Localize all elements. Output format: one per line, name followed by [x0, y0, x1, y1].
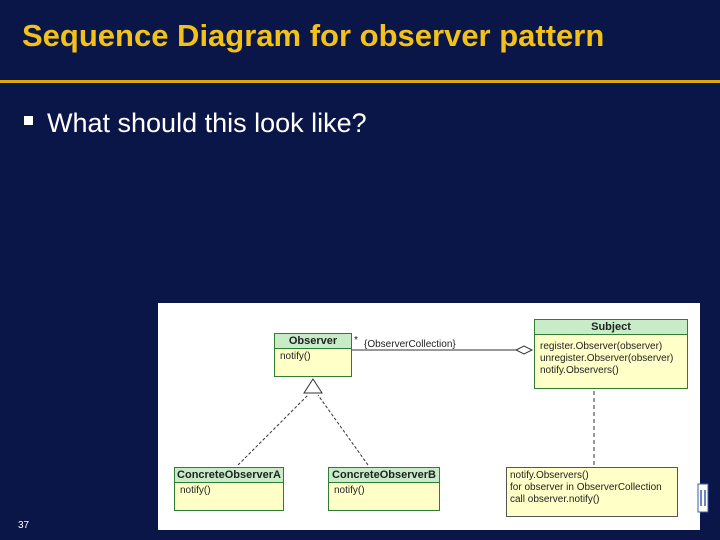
multiplicity-label: *: [354, 335, 358, 346]
subject-operation: notify.Observers(): [540, 365, 619, 376]
observer-class: Observer notify(): [274, 333, 352, 377]
aggregation-diamond-icon: [514, 345, 534, 355]
bullet-item: What should this look like?: [24, 108, 367, 139]
class-diagram-image: Observer notify() * {ObserverCollection}…: [158, 303, 700, 530]
subject-class-name: Subject: [535, 320, 687, 335]
subject-class: Subject register.Observer(observer) unre…: [534, 319, 688, 389]
bullet-text: What should this look like?: [47, 108, 367, 138]
concrete-observer-a-name: ConcreteObserverA: [175, 468, 283, 483]
concrete-observer-a-operation: notify(): [180, 485, 211, 496]
association-label: {ObserverCollection}: [364, 339, 456, 350]
concrete-observer-b-class: ConcreteObserverB notify(): [328, 467, 440, 511]
observer-operation: notify(): [280, 351, 311, 362]
implementation-note: notify.Observers() for observer in Obser…: [506, 467, 678, 517]
diagram-connectors: [237, 345, 595, 466]
logo-icon: [697, 483, 709, 513]
subject-operation: unregister.Observer(observer): [540, 353, 674, 364]
realization-line-a: [237, 394, 309, 466]
title-divider: [0, 80, 720, 83]
square-bullet-icon: [24, 116, 33, 126]
concrete-observer-b-name: ConcreteObserverB: [329, 468, 439, 483]
realization-line-b: [317, 394, 369, 466]
page-number: 37: [18, 520, 30, 531]
concrete-observer-a-class: ConcreteObserverA notify(): [174, 467, 284, 511]
concrete-observer-b-operation: notify(): [334, 485, 365, 496]
inheritance-arrowhead-icon: [303, 378, 323, 394]
observer-class-name: Observer: [275, 334, 351, 349]
note-line: call observer.notify(): [510, 494, 600, 505]
note-line: for observer in ObserverCollection: [510, 482, 662, 493]
note-line: notify.Observers(): [510, 470, 589, 481]
subject-operation: register.Observer(observer): [540, 341, 663, 352]
subject-operations: register.Observer(observer) unregister.O…: [535, 335, 687, 379]
slide-title: Sequence Diagram for observer pattern: [22, 18, 605, 53]
